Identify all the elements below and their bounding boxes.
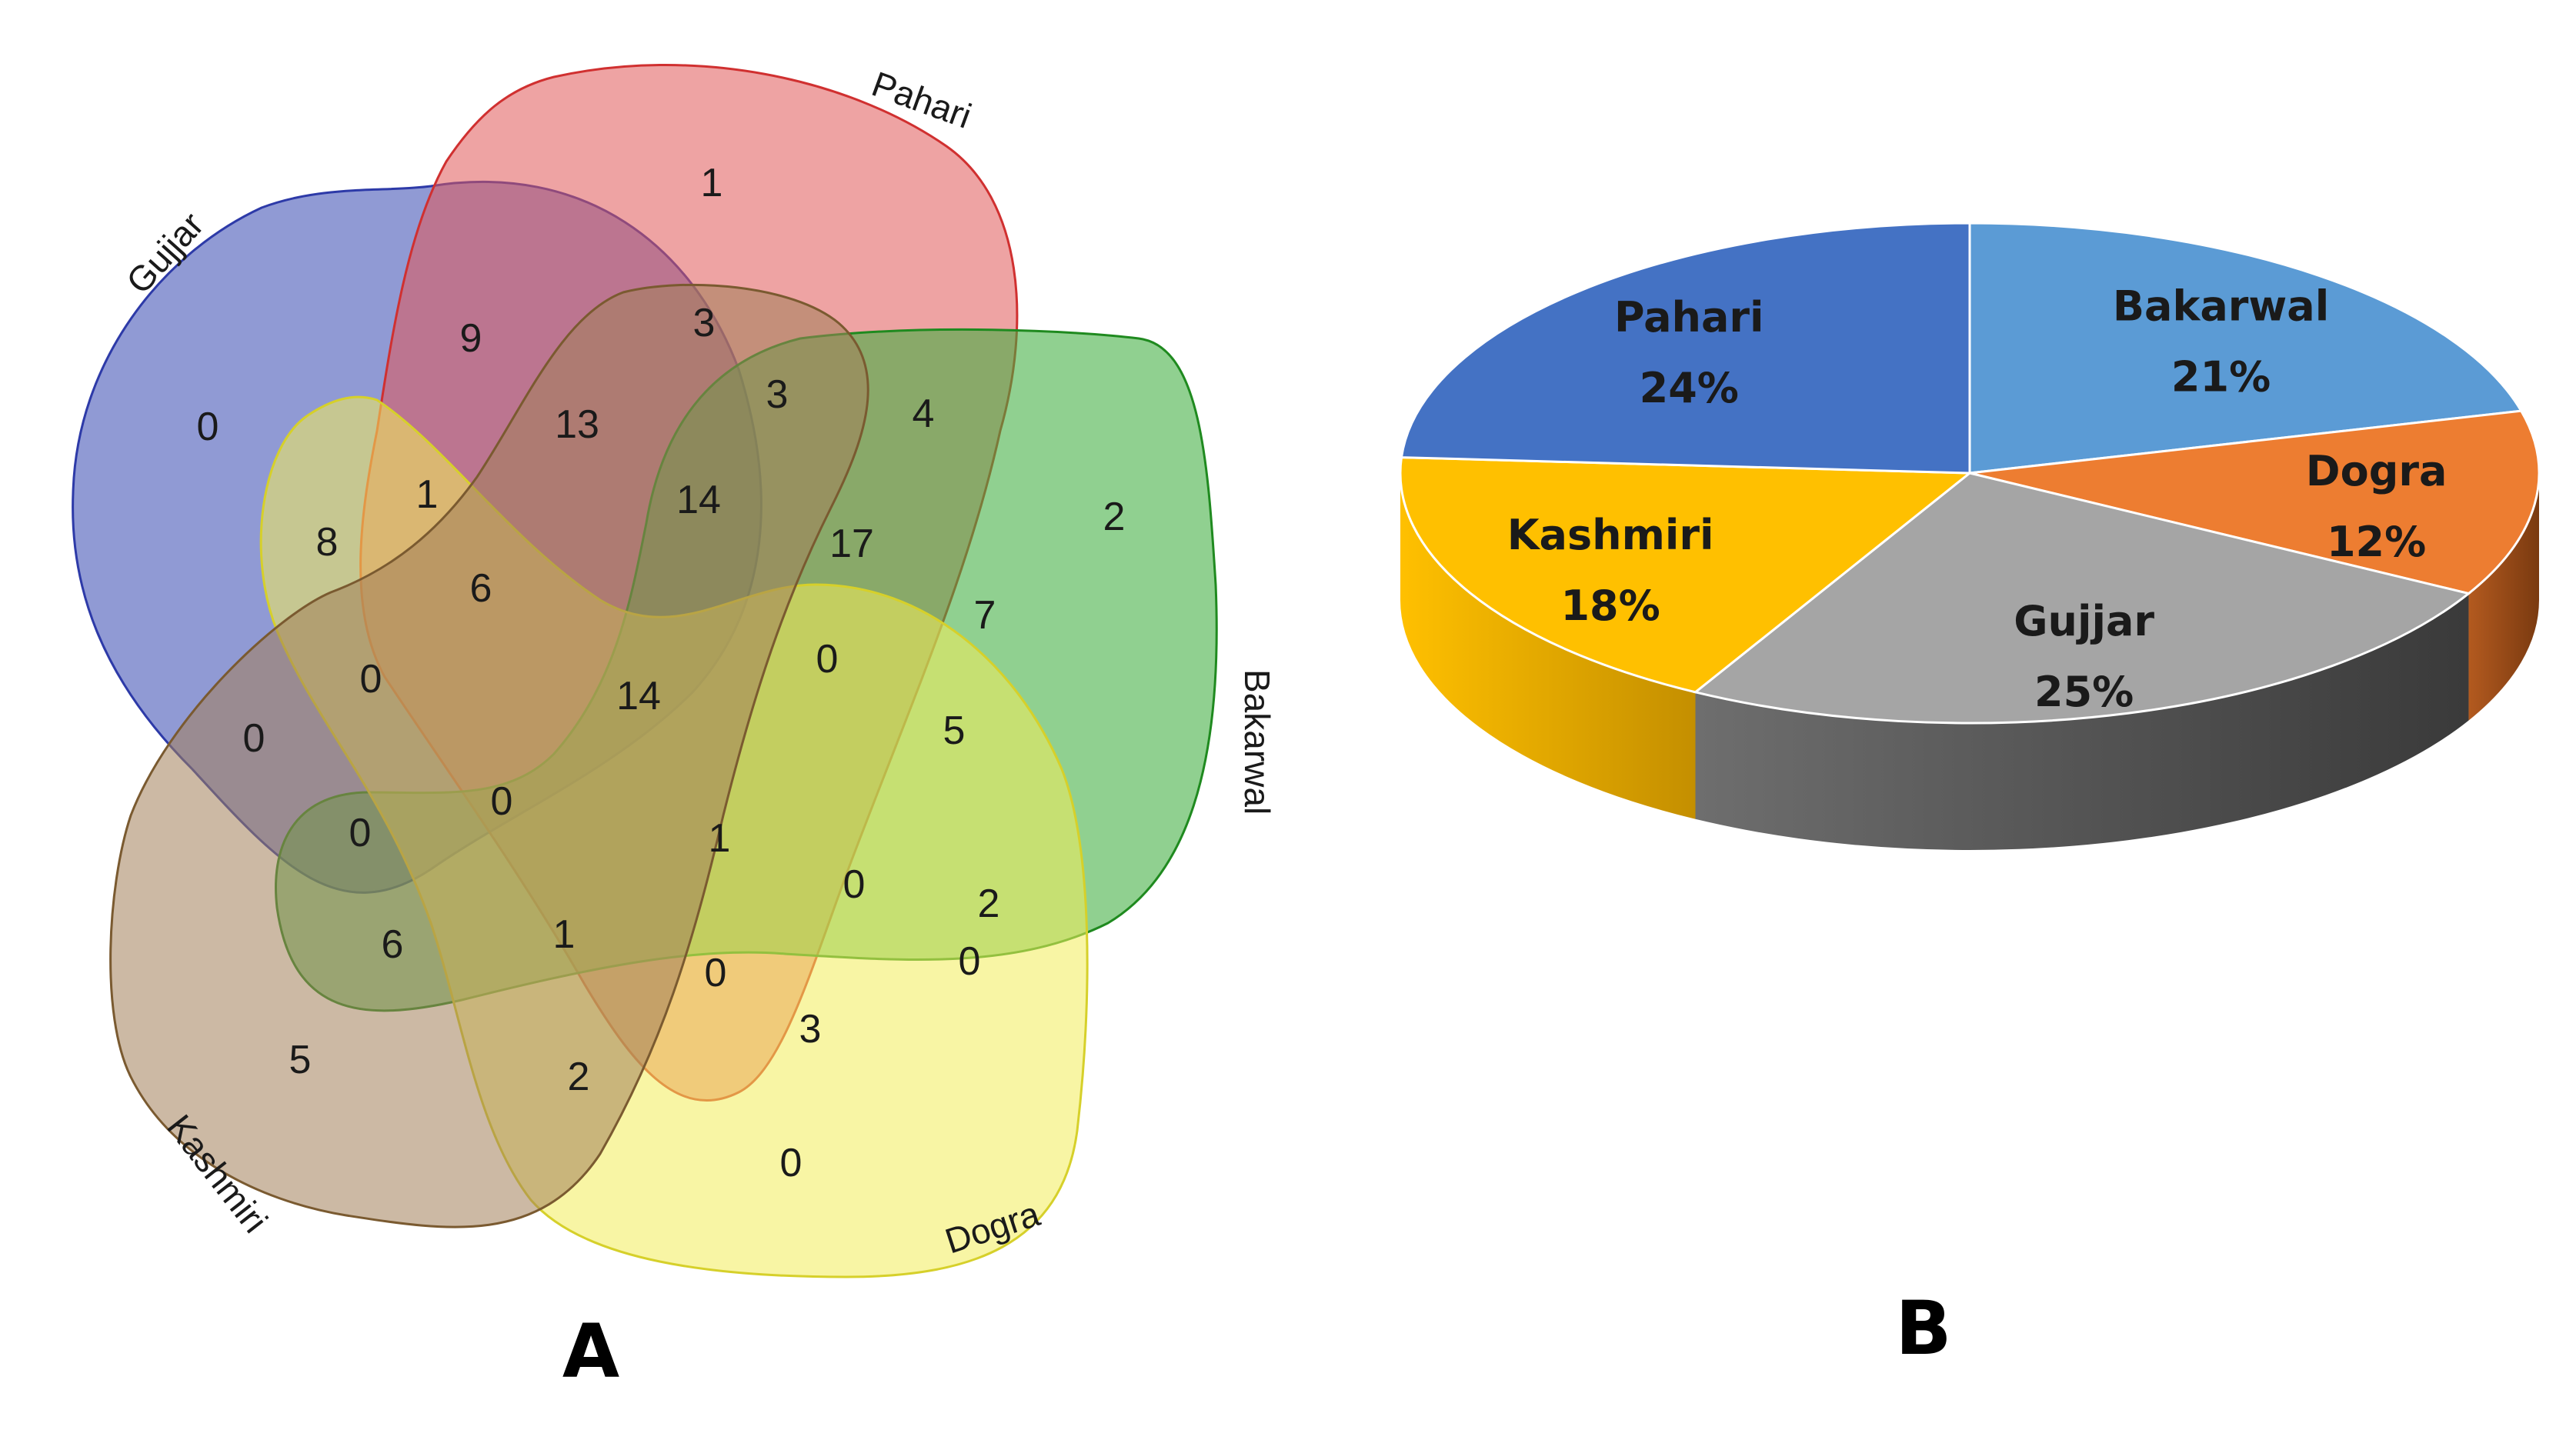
venn-set-kashmiri: [109, 283, 869, 1228]
venn-region-count: 1: [701, 161, 723, 205]
venn-region-count: 0: [491, 779, 513, 824]
venn-region-count: 2: [978, 882, 1000, 926]
venn-region-count: 1: [709, 816, 731, 861]
venn-region-count: 7: [974, 593, 996, 638]
venn-region-count: 1: [416, 472, 439, 517]
panel-a-label: A: [562, 1308, 619, 1395]
pie-slices: [1399, 222, 2541, 725]
pie-value-bakarwal: 21%: [2171, 353, 2271, 402]
pie-slice-dogra: [1969, 409, 2541, 595]
pie-labels: Bakarwal 21% Dogra 12% Gujjar 25% Kashmiri 18% P…: [1507, 282, 2448, 717]
venn-region-count: 0: [780, 1141, 802, 1185]
venn-region-count: 5: [943, 708, 966, 753]
venn-region-count: 14: [676, 478, 721, 522]
pie-side-gujjar: [1695, 593, 2469, 850]
pie-slice-bakarwal: [1968, 222, 2524, 475]
venn-region-count: 0: [816, 637, 839, 682]
venn-region-count: 0: [705, 951, 727, 995]
pie-label-kashmiri: Kashmiri: [1507, 511, 1714, 559]
pie-value-pahari: 24%: [1640, 364, 1739, 412]
pie-label-gujjar: Gujjar: [2014, 597, 2154, 645]
venn-region-count: 17: [829, 522, 874, 566]
venn-region-count: 3: [693, 301, 716, 345]
panel-b-label: B: [1895, 1285, 1951, 1372]
pie-value-dogra: 12%: [2327, 518, 2426, 566]
venn-region-count: 3: [799, 1007, 822, 1052]
pie-slice-kashmiri: [1399, 456, 1974, 694]
venn-region-count: 0: [197, 405, 219, 449]
pie-value-kashmiri: 18%: [1560, 582, 1660, 630]
venn-region-count: 0: [349, 811, 372, 855]
venn-region-count: 5: [289, 1038, 312, 1082]
venn-region-count: 1: [553, 912, 576, 957]
venn-region-count: 9: [460, 316, 482, 361]
venn-region-count: 2: [568, 1055, 590, 1099]
pie-slice-pahari: [1400, 222, 1971, 475]
venn-region-count: 0: [360, 657, 382, 702]
venn-region-count: 0: [243, 716, 265, 761]
venn-label-bakarwal: Bakarwal: [1237, 669, 1277, 815]
pie-side-kashmiri: [1400, 473, 1696, 819]
venn-region-count: 14: [616, 674, 661, 718]
pie-chart: Bakarwal 21% Dogra 12% Gujjar 25% Kashmiri 18% P…: [1399, 222, 2541, 850]
venn-region-count: 2: [1103, 495, 1126, 539]
pie-label-bakarwal: Bakarwal: [2113, 282, 2329, 331]
venn-region-count: 0: [959, 939, 981, 984]
pie-value-gujjar: 25%: [2034, 668, 2134, 716]
pie-slice-gujjar: [1693, 472, 2471, 725]
pie-label-pahari: Pahari: [1614, 293, 1764, 342]
venn-region-count: 4: [913, 392, 935, 436]
venn-region-count: 6: [382, 922, 404, 967]
pie-label-dogra: Dogra: [2306, 447, 2448, 495]
venn-region-count: 13: [555, 402, 599, 447]
venn-region-count: 0: [843, 862, 866, 907]
venn-region-count: 6: [470, 566, 492, 611]
venn-region-count: 3: [766, 372, 789, 417]
venn-region-count: 8: [316, 520, 339, 565]
